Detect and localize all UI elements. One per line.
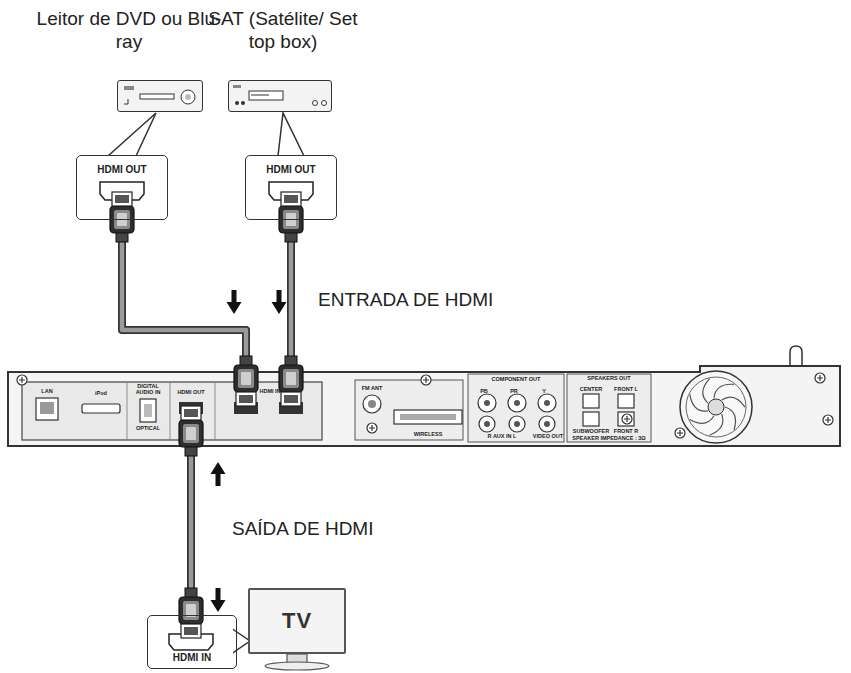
panel-label: CENTER: [580, 386, 603, 392]
panel-label: OPTICAL: [136, 425, 160, 431]
hdmi-plug: [110, 192, 134, 242]
panel-label: Y: [542, 388, 546, 394]
panel-label: DIGITAL AUDIO IN: [133, 383, 163, 395]
panel-label: SPEAKERS OUT: [587, 375, 630, 381]
port-label: HDMI OUT: [246, 164, 336, 175]
panel-label: VIDEO OUT: [533, 433, 563, 439]
hdmi-plug: [234, 356, 258, 406]
direction-arrow: [211, 588, 226, 612]
tv-stand: [265, 662, 329, 670]
hdmi-plug: [279, 356, 303, 406]
panel-label: WIRELESS: [414, 431, 443, 437]
receiver-panel: LAN iPod DIGITAL AUDIO IN OPTICAL HDMI OUT HD…: [8, 366, 840, 446]
panel-label: FRONT L: [614, 386, 638, 392]
device-label: Leitor de DVD ou Blu-ray: [34, 7, 224, 53]
tv-label: TV: [282, 608, 312, 634]
port-callout: HDMI OUT: [76, 155, 168, 220]
cable-label: SAÍDA DE HDMI: [232, 517, 373, 540]
hdmi-plug: [179, 588, 203, 638]
hdmi-cable: [122, 220, 246, 366]
port-label: HDMI OUT: [77, 164, 167, 175]
device-detail: [229, 81, 330, 110]
panel-label: SPEAKER IMPEDANCE : 3Ω: [572, 435, 645, 441]
panel-label: iPod: [95, 390, 107, 396]
panel-label: COMPONENT OUT: [492, 376, 541, 382]
device-detail: [118, 81, 201, 110]
port-callout: HDMI IN: [147, 615, 237, 669]
hdmi-plug: [279, 192, 303, 242]
cable-label: ENTRADA DE HDMI: [318, 288, 493, 311]
direction-arrow: [272, 290, 287, 314]
panel-label: HDMI OUT: [177, 389, 204, 395]
panel-label: FM ANT: [362, 385, 383, 391]
hdmi-cable: [122, 220, 246, 366]
panel-label: PB: [480, 388, 488, 394]
direction-arrow: [211, 462, 226, 486]
callout-pointer: [278, 113, 304, 156]
panel-label: FRONT R: [614, 428, 638, 434]
panel-label: R AUX IN L: [488, 433, 517, 439]
dvd-player: Leitor de DVD ou Blu-ray: [117, 80, 203, 112]
set-top-box: SAT (Satélite/ Set top box): [228, 80, 332, 112]
direction-arrow: [227, 290, 242, 314]
panel-label: HDMI IN: [259, 388, 280, 394]
port-label: HDMI IN: [148, 652, 236, 663]
panel-label: LAN: [41, 388, 52, 394]
hdmi-plug: [179, 406, 203, 456]
port-callout: HDMI OUT: [245, 155, 337, 220]
device-label: SAT (Satélite/ Set top box): [208, 7, 358, 53]
panel-label: SUBWOOFER: [573, 428, 609, 434]
callout-pointer: [108, 113, 156, 156]
panel-label: PR: [510, 388, 518, 394]
receiver-panel: [8, 346, 840, 446]
television: TV: [248, 588, 346, 654]
